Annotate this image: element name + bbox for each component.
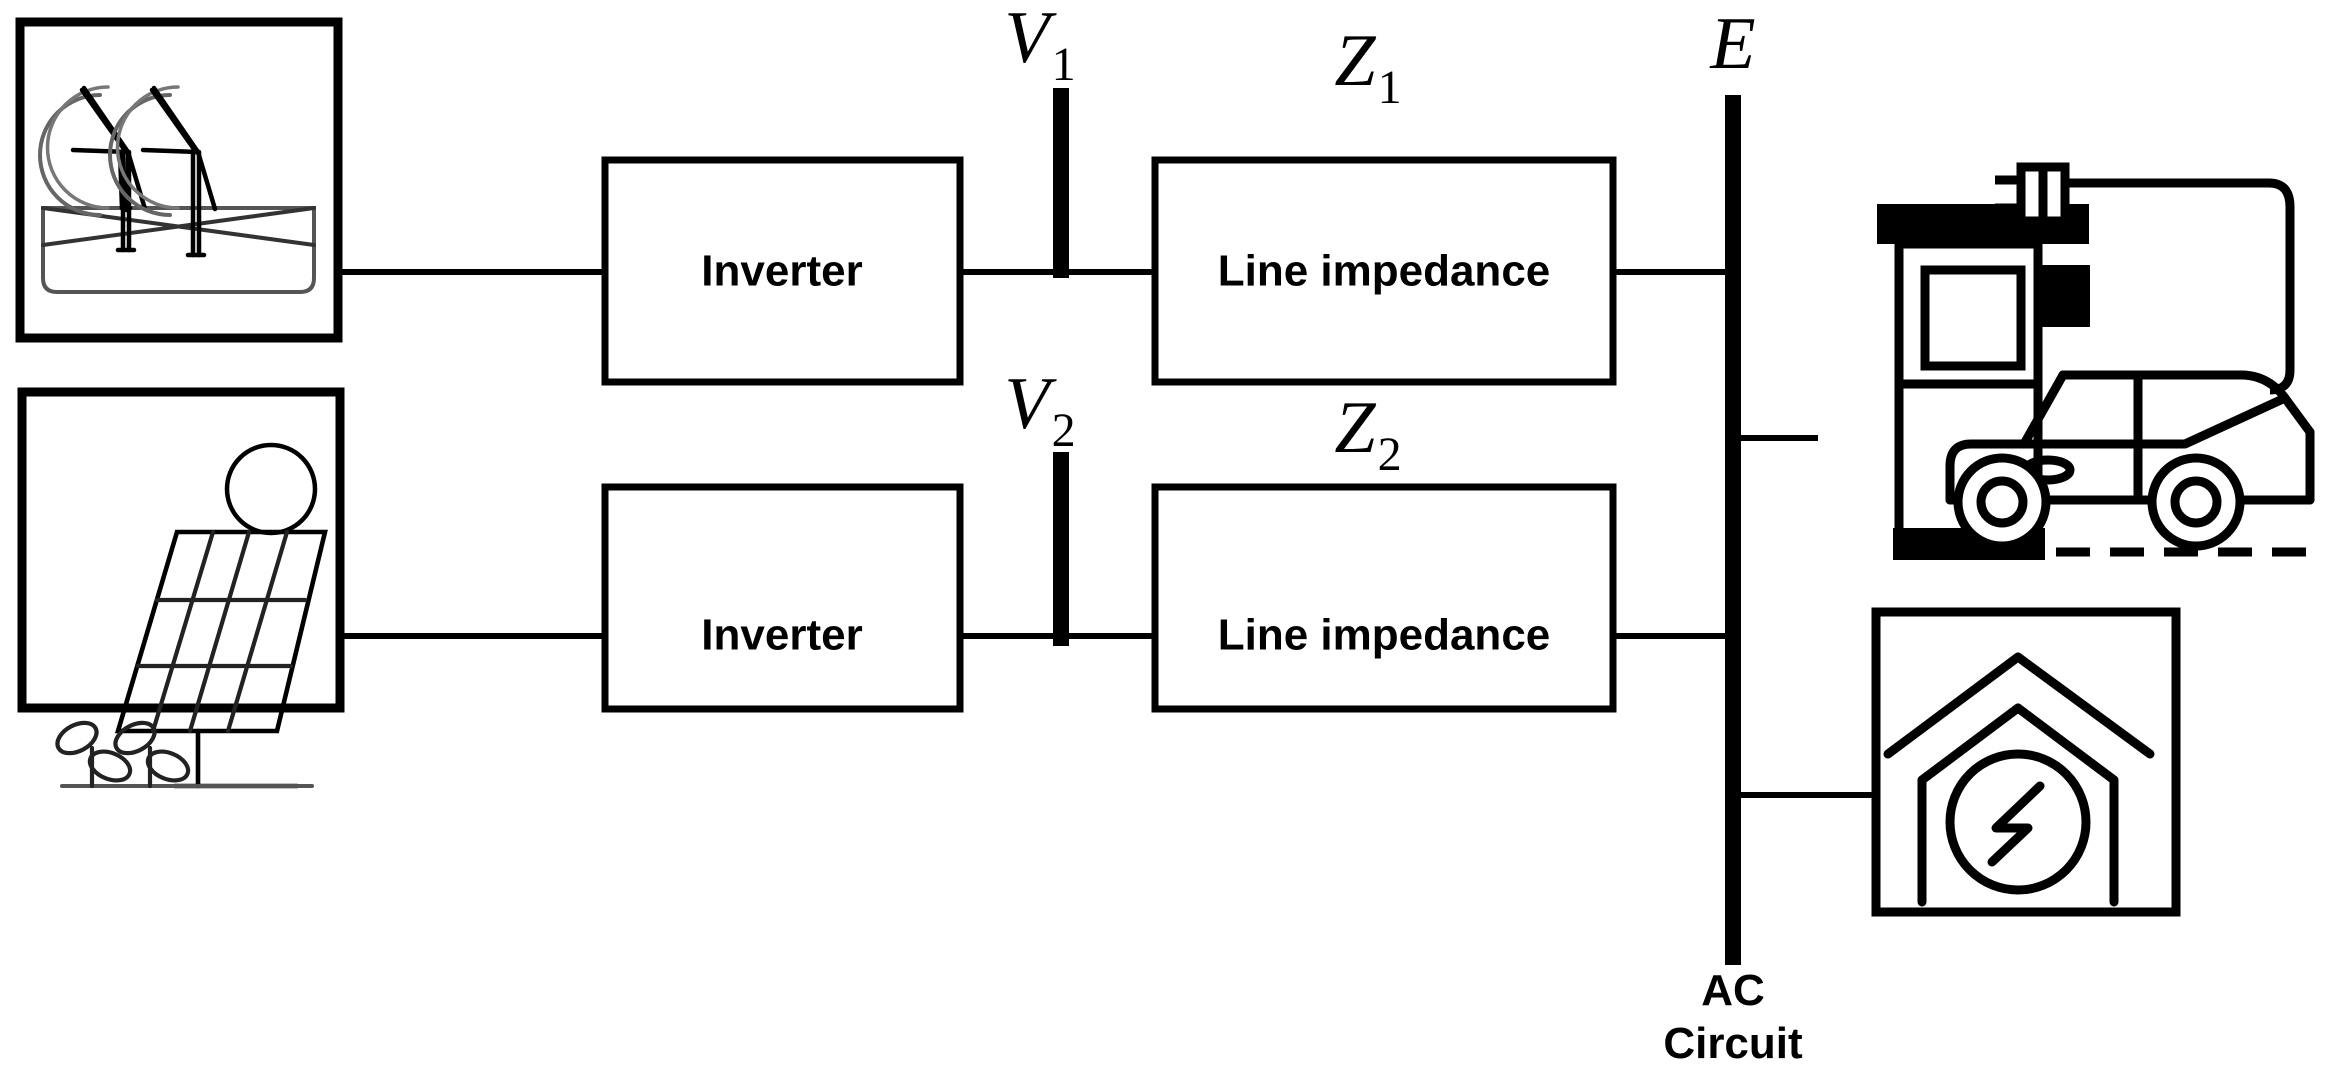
line-impedance-block-1[interactable]: Line impedance [1151,156,1617,386]
main-bus-e-symbol: E [1709,3,1755,85]
ac-circuit-label-line2: Circuit [1663,1019,1803,1068]
bus-v1-symbol: V1 [1004,0,1075,91]
sprout-left [55,720,133,789]
solar-panel-icon [55,442,328,789]
ac-circuit-label-line1: AC [1701,966,1765,1015]
line-impedance-2-label: Line impedance [1218,611,1551,660]
wind-turbine-icon [38,85,316,294]
solar-source-box [17,387,345,789]
turbine-right [108,85,218,258]
inverter-2-label: Inverter [701,611,862,660]
sprout-right [113,720,191,789]
bus-bar-v2 [1053,452,1069,646]
inverter-block-1[interactable]: Inverter [601,156,964,386]
impedance-z1-symbol: Z1 [1334,20,1401,114]
bus-v2-symbol: V2 [1004,363,1075,457]
main-bus-bar-e [1725,95,1741,965]
wind-source-box [15,17,343,343]
bus-bar-v1-lower [1053,88,1069,278]
line-impedance-block-2[interactable]: Line impedance [1151,483,1617,713]
inverter-1-label: Inverter [701,247,862,296]
inverter-block-2[interactable]: Inverter [601,483,964,713]
smart-home-energy-icon [1883,652,2155,907]
electric-car-icon [1945,370,2315,551]
impedance-z2-symbol: Z2 [1334,387,1401,481]
line-impedance-1-label: Line impedance [1218,247,1551,296]
home-load-box [1871,607,2181,917]
